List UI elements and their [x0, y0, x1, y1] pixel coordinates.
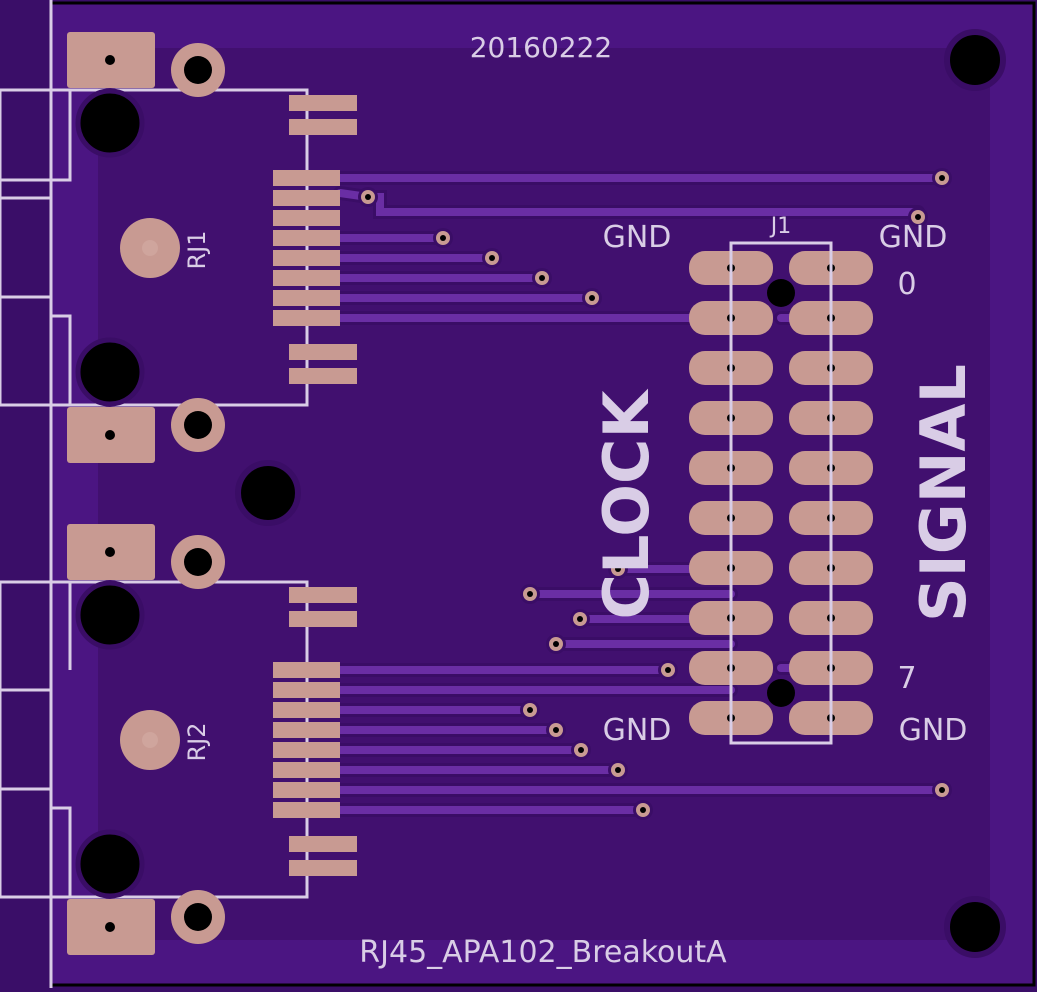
- rj2-post-center: [142, 732, 158, 748]
- rj1-connector: [0, 32, 357, 463]
- pin-last-label: 7: [897, 661, 916, 696]
- rj2-signal-pad-3: [273, 722, 340, 738]
- rj1-mount-hole-1: [75, 337, 145, 407]
- rj1-post-center: [142, 240, 158, 256]
- rj2-signal-pad-7: [273, 802, 340, 818]
- rj1-signal-pad-0: [273, 170, 340, 186]
- via-drill-13: [553, 727, 559, 733]
- rj1-ring-drill-1: [184, 411, 212, 439]
- rj2-silkscreen-outline: [0, 580, 309, 899]
- via-drill-3: [440, 235, 446, 241]
- rj1-pad-group: [67, 32, 357, 463]
- via-drill-2: [915, 214, 921, 220]
- via-drill-12: [527, 707, 533, 713]
- rj1-signal-pad-6: [273, 290, 340, 306]
- rj2-square-pad-drill-0: [105, 547, 115, 557]
- rj2-signal-pad-2: [273, 702, 340, 718]
- via-drill-1: [365, 194, 371, 200]
- rj2-signal-pad-1: [273, 682, 340, 698]
- rj2-mount-hole-0: [75, 580, 145, 650]
- rj2-ring-drill-1: [184, 903, 212, 931]
- rj2-led-pad-2: [289, 836, 357, 852]
- rj2-signal-pad-4: [273, 742, 340, 758]
- rj1-led-pad-2: [289, 344, 357, 360]
- via-drill-9: [577, 616, 583, 622]
- rj2-signal-pad-6: [273, 782, 340, 798]
- rj2-led-pad-3: [289, 860, 357, 876]
- rj1-square-pad-drill-0: [105, 55, 115, 65]
- via-drill-6: [589, 295, 595, 301]
- mount-hole-bottom-right: [944, 896, 1006, 958]
- mount-hole-center-left: [235, 460, 301, 526]
- pin-first-label: 0: [897, 267, 916, 302]
- gnd-label-top-right: GND: [879, 220, 948, 255]
- rj2-ring-drill-0: [184, 548, 212, 576]
- rj2-square-pad-drill-1: [105, 922, 115, 932]
- signal-label: SIGNAL: [907, 364, 980, 622]
- rj2-led-pad-1: [289, 611, 357, 627]
- via-drill-11: [665, 667, 671, 673]
- board-name: RJ45_APA102_BreakoutA: [359, 935, 727, 970]
- rj1-silkscreen-outline: [0, 88, 309, 407]
- via-drill-8: [527, 591, 533, 597]
- trace-layer: [333, 171, 949, 817]
- rj1-signal-pad-3: [273, 230, 340, 246]
- silkscreen-text: 20160222 RJ45_APA102_BreakoutA J1 GND GN…: [183, 31, 980, 970]
- mounting-holes: [235, 29, 1006, 958]
- rj1-led-pad-1: [289, 119, 357, 135]
- j1-key-hole-top: [767, 279, 795, 307]
- via-drill-4: [489, 255, 495, 261]
- rj2-mount-hole-1: [75, 829, 145, 899]
- via-drill-7: [615, 566, 621, 572]
- via-drill-5: [539, 275, 545, 281]
- via-drill-17: [640, 807, 646, 813]
- j1-label: J1: [769, 214, 792, 239]
- rj2-signal-pad-5: [273, 762, 340, 778]
- rj1-signal-pad-4: [273, 250, 340, 266]
- clock-label: CLOCK: [590, 389, 663, 620]
- rj1-signal-pad-2: [273, 210, 340, 226]
- rj2-connector: [0, 524, 357, 955]
- via-drill-0: [939, 175, 945, 181]
- rj1-led-pad-3: [289, 368, 357, 384]
- via-drill-16: [939, 787, 945, 793]
- rj1-ring-drill-0: [184, 56, 212, 84]
- gnd-label-bottom-right: GND: [899, 713, 968, 748]
- via-layer: [358, 168, 952, 820]
- rj2-signal-pad-0: [273, 662, 340, 678]
- rj2-pad-group: [67, 524, 357, 955]
- via-drill-15: [615, 767, 621, 773]
- gnd-label-top-left: GND: [603, 220, 672, 255]
- date-code: 20160222: [470, 31, 613, 64]
- rj1-square-pad-drill-1: [105, 430, 115, 440]
- j1-key-hole-bottom: [767, 679, 795, 707]
- rj1-mount-hole-0: [75, 88, 145, 158]
- mount-hole-top-right: [944, 29, 1006, 91]
- rj2-label: RJ2: [183, 722, 211, 761]
- rj2-led-pad-0: [289, 587, 357, 603]
- rj1-signal-pad-1: [273, 190, 340, 206]
- via-drill-10: [553, 641, 559, 647]
- rj1-led-pad-0: [289, 95, 357, 111]
- rj1-label: RJ1: [183, 230, 211, 269]
- rj1-signal-pad-5: [273, 270, 340, 286]
- j1-silkscreen-outline: [729, 241, 833, 745]
- via-drill-14: [578, 747, 584, 753]
- j1-header: [689, 241, 873, 745]
- gnd-label-bottom-left: GND: [603, 713, 672, 748]
- rj1-signal-pad-7: [273, 310, 340, 326]
